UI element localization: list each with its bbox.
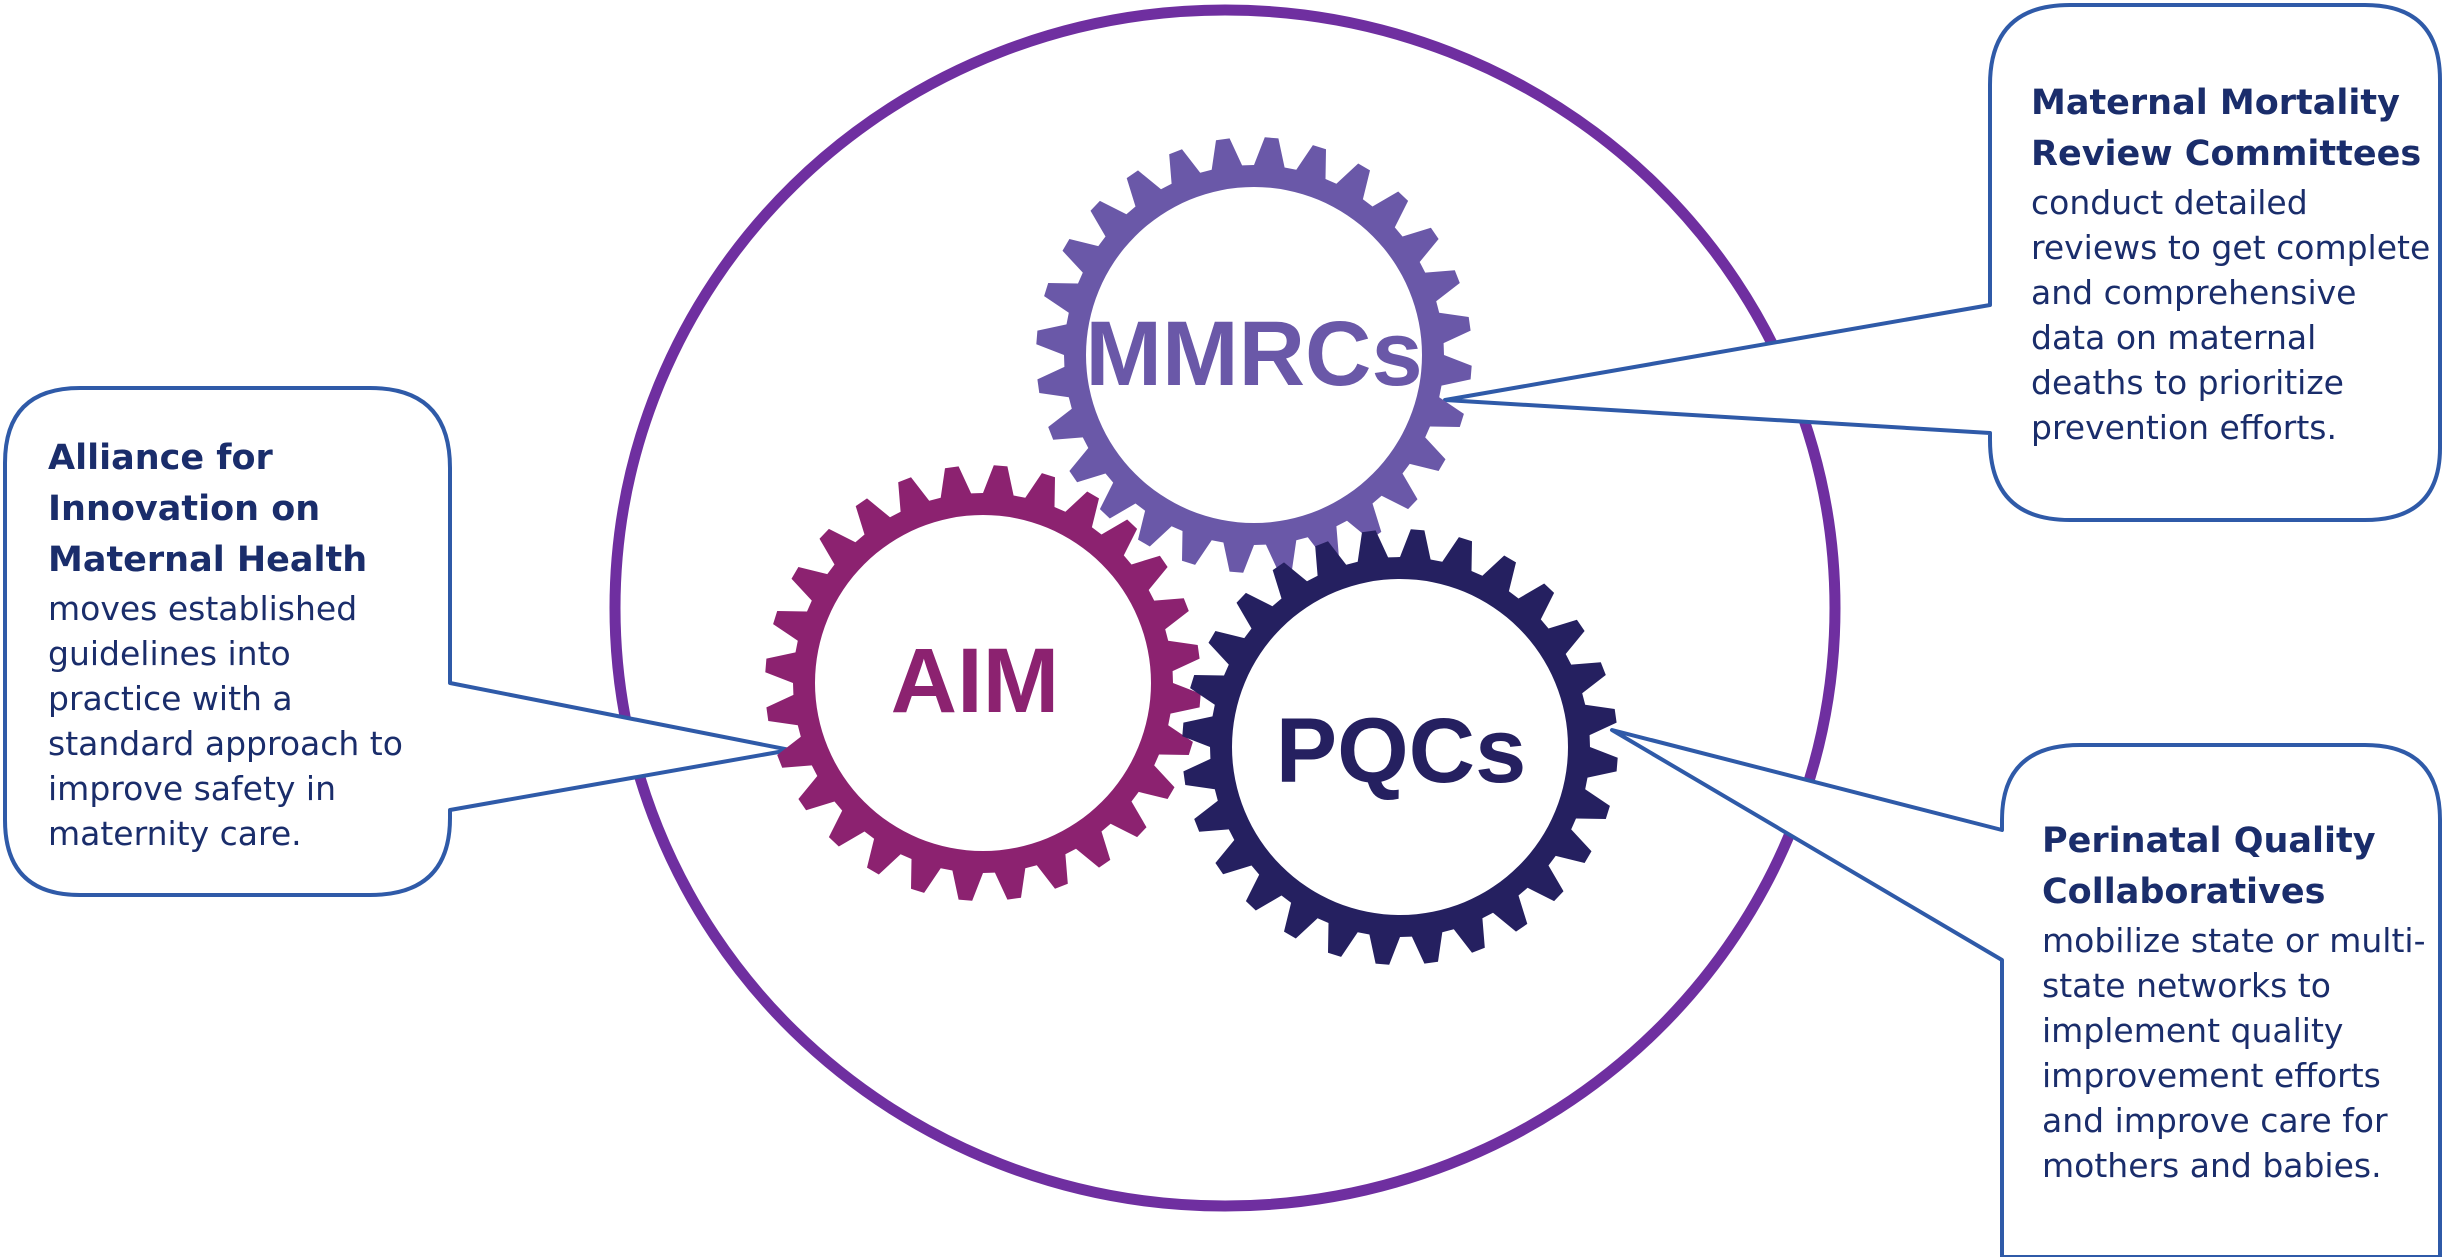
pqc-callout-description: mobilize state or multi-state networks t…	[2042, 921, 2426, 1185]
pqc-gear: PQCs	[1182, 529, 1618, 965]
outer-ring	[609, 4, 1841, 1212]
pqc-callout-heading: Perinatal Quality Collaboratives	[2042, 821, 2376, 912]
aim-callout: Alliance for Innovation on Maternal Heal…	[48, 433, 423, 856]
aim-gear: AIM	[765, 465, 1201, 901]
mmrc-callout-box	[1443, 3, 2442, 522]
mmrc-callout-heading: Maternal Mortality Review Committees	[2031, 83, 2422, 174]
mmrc-callout: Maternal Mortality Review Committees con…	[2031, 78, 2431, 450]
mmrc-callout-description: conduct detailed reviews to get complete…	[2031, 183, 2431, 447]
aim-gear-label: AIM	[891, 630, 1060, 732]
pqc-callout-box	[1610, 728, 2442, 1257]
pqc-callout: Perinatal Quality Collaboratives mobiliz…	[2042, 816, 2432, 1188]
mmrc-gear: MMRCs	[1036, 137, 1472, 573]
aim-callout-heading: Alliance for Innovation on Maternal Heal…	[48, 438, 368, 580]
mmrc-gear-label: MMRCs	[1085, 303, 1422, 405]
aim-callout-box	[3, 386, 792, 897]
aim-callout-description: moves established guidelines into practi…	[48, 589, 403, 853]
pqc-gear-label: PQCs	[1276, 700, 1527, 802]
